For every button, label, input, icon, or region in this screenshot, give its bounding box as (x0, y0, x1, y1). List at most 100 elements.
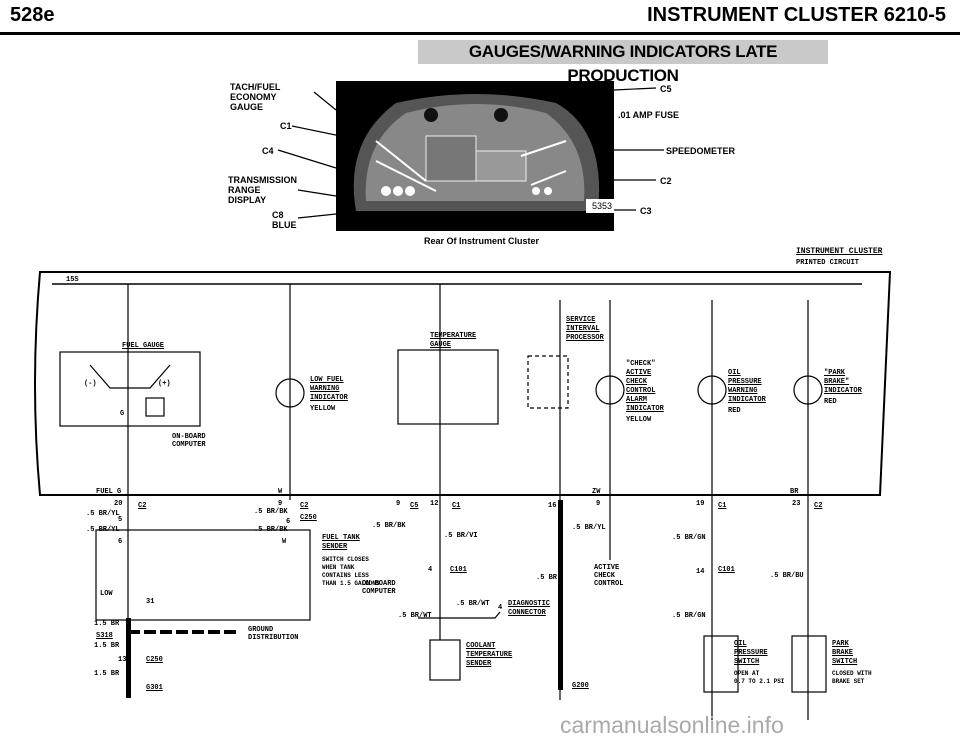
gnd-2: 1.5 BR (94, 642, 120, 650)
pin-20: 20 (114, 500, 123, 508)
sender-1: FUEL TANK (322, 534, 360, 542)
section-banner: GAUGES/WARNING INDICATORS LATE PRODUCTIO… (418, 40, 828, 85)
wire-brgn2: .5 BR/GN (672, 612, 706, 620)
wire-zw: ZW (592, 488, 601, 496)
parksw-3: SWITCH (832, 658, 858, 666)
wire-br-yl2: .5 BR/YL (86, 526, 120, 534)
conn-c250: C250 (300, 514, 317, 522)
wire-br: BR (790, 488, 799, 496)
conn-c2c: C2 (814, 502, 823, 510)
conn-c101b: C101 (718, 566, 735, 574)
diag-1: DIAGNOSTIC (508, 600, 551, 608)
conn-c2a: C2 (138, 502, 147, 510)
g301: G301 (146, 684, 163, 692)
conn-c1b: C1 (718, 502, 727, 510)
sender-note: SWITCH CLOSES WHEN TANK CONTAINS LESS TH… (322, 556, 380, 587)
parksw-1: PARK (832, 640, 849, 648)
check-color: YELLOW (626, 416, 652, 424)
pin-13: 13 (118, 656, 127, 664)
ground-dist: GROUND DISTRIBUTION (248, 626, 299, 642)
wire-brvi: .5 BR/VI (444, 532, 478, 540)
sender-2: SENDER (322, 543, 348, 551)
check-5: ALARM (626, 396, 648, 404)
callout-c1: C1 (280, 121, 292, 131)
oil-1: OIL (728, 369, 741, 377)
wire-brbu: .5 BR/BU (770, 572, 804, 580)
fuel-gauge-label: FUEL GAUGE (122, 342, 165, 350)
low-fuel-1: LOW FUEL (310, 376, 344, 384)
page-header-right: INSTRUMENT CLUSTER 6210-5 (647, 4, 946, 26)
pin-14: 14 (696, 568, 705, 576)
low-fuel-3: INDICATOR (310, 394, 348, 402)
fuel-g: G (120, 410, 125, 418)
coolant-1: COOLANT (466, 642, 496, 650)
wire-brwt: .5 BR/WT (456, 600, 490, 608)
conn-c250b: C250 (146, 656, 163, 664)
pcb-title: INSTRUMENT CLUSTER (796, 247, 883, 256)
coolant-2: TEMPERATURE (466, 651, 513, 659)
photo-code: 5353 (586, 199, 618, 213)
wire-br-yl: .5 BR/YL (86, 510, 120, 518)
check-4: CONTROL (626, 387, 656, 395)
service-3: PROCESSOR (566, 334, 604, 342)
pin-12: 12 (430, 500, 439, 508)
low-fuel-2: WARNING (310, 385, 340, 393)
wire-br: .5 BR (536, 574, 558, 582)
pin-9a: 9 (278, 500, 283, 508)
oilsw-1: OIL (734, 640, 747, 648)
gnd-3: 1.5 BR (94, 670, 120, 678)
callout-c4: C4 (262, 146, 274, 156)
sender-6: 6 (118, 538, 123, 546)
watermark: carmanualsonline.info (560, 712, 784, 738)
wire-brbk3: .5 BR/BK (372, 522, 406, 530)
pin-4: 4 (428, 566, 433, 574)
temp-2: GAUGE (430, 341, 452, 349)
wire-w: W (278, 488, 283, 496)
park-2: BRAKE" (824, 378, 850, 386)
service-1: SERVICE (566, 316, 596, 324)
g200: G200 (572, 682, 589, 690)
callout-speedometer: SPEEDOMETER (666, 146, 736, 156)
wire-brbk2: .5 BR/BK (254, 526, 288, 534)
conn-c1: C1 (452, 502, 461, 510)
park-1: "PARK (824, 369, 846, 377)
pin-5: 5 (118, 516, 123, 524)
conn-c101: C101 (450, 566, 467, 574)
cluster-photo (336, 81, 614, 231)
parksw-note: CLOSED WITH BRAKE SET (832, 670, 872, 685)
park-3: INDICATOR (824, 387, 862, 395)
onboard2: ON-BOARD COMPUTER (362, 580, 396, 596)
oilsw-3: SWITCH (734, 658, 760, 666)
onboard-label: ON-BOARD COMPUTER (172, 433, 206, 449)
pin-19: 19 (696, 500, 705, 508)
oilsw-2: PRESSURE (734, 649, 768, 657)
oil-4: INDICATOR (728, 396, 766, 404)
callout-c2: C2 (660, 176, 672, 186)
oil-2: PRESSURE (728, 378, 762, 386)
conn-c5: C5 (410, 502, 419, 510)
wire-brbk: .5 BR/BK (254, 508, 288, 516)
pin-6: 6 (286, 518, 291, 526)
pin-4b: 4 (498, 604, 503, 612)
fuel-minus: (-) (84, 380, 97, 388)
pin-23: 23 (792, 500, 801, 508)
service-2: INTERVAL (566, 325, 600, 333)
oil-3: WARNING (728, 387, 758, 395)
sender-low: LOW (100, 590, 113, 598)
wire-brwt2: .5 BR/WT (398, 612, 432, 620)
callout-c3: C3 (640, 206, 652, 216)
oilsw-note: OPEN AT 0.7 TO 2.1 PSI (734, 670, 785, 685)
check-1: "CHECK" (626, 360, 656, 368)
low-fuel-color: YELLOW (310, 405, 336, 413)
wire-brgn: .5 BR/GN (672, 534, 706, 542)
temp-1: TEMPERATURE (430, 332, 477, 340)
wire-fuel-g: FUEL G (96, 488, 122, 496)
pcb-subtitle: PRINTED CIRCUIT (796, 259, 860, 267)
s318: S318 (96, 632, 113, 640)
pin-9b: 9 (396, 500, 401, 508)
check-3: CHECK (626, 378, 648, 386)
wire-15s: 15S (66, 276, 79, 284)
callout-tach: TACH/FUEL ECONOMY GAUGE (230, 82, 281, 112)
parksw-2: BRAKE (832, 649, 854, 657)
